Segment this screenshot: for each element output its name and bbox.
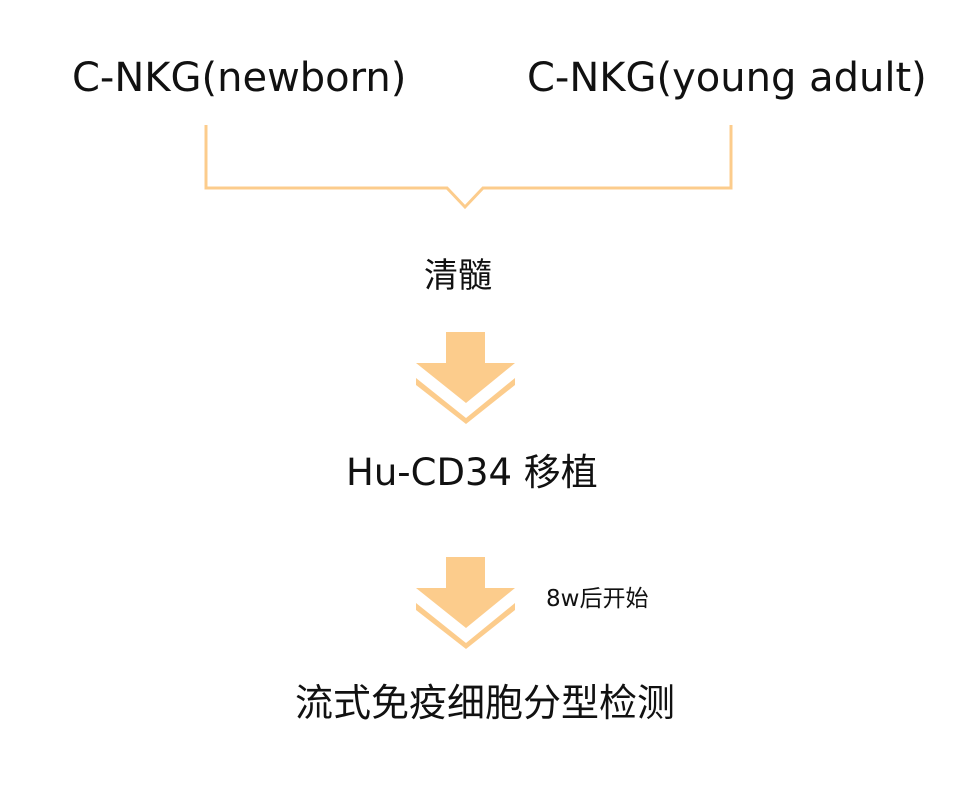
source-newborn-label: C-NKG(newborn) — [72, 55, 407, 101]
step-transplant-label: Hu-CD34 移植 — [346, 451, 598, 494]
step-timing-note: 8w后开始 — [546, 586, 649, 612]
merge-bracket — [204, 125, 733, 210]
step-myeloablation-label: 清髓 — [424, 256, 492, 296]
step-flow-cytometry-label: 流式免疫细胞分型检测 — [295, 681, 676, 725]
source-young-adult-label: C-NKG(young adult) — [527, 55, 927, 101]
down-arrow-icon — [416, 557, 515, 649]
down-arrow-icon — [416, 332, 515, 424]
